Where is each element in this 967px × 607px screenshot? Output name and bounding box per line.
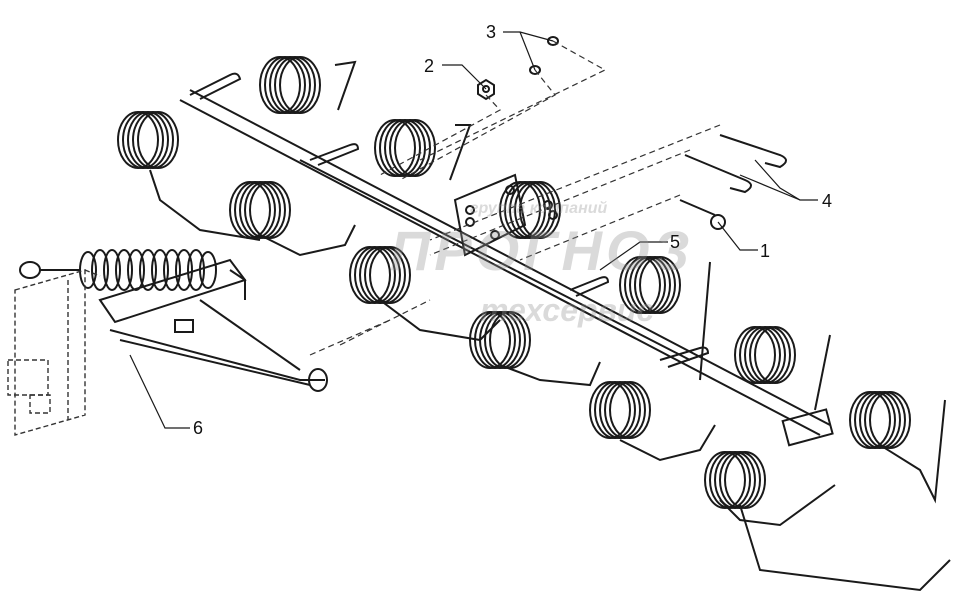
mounting-plate (7, 269, 101, 436)
tension-spring (79, 249, 217, 291)
callout-5: 5 (670, 232, 681, 252)
main-beam (179, 89, 831, 436)
watermark-line-3: техсервис (480, 292, 655, 328)
u-bolt-clamps (189, 72, 834, 447)
callout-leaders (129, 31, 818, 429)
callout-4: 4 (822, 191, 833, 211)
callout-3: 3 (486, 22, 497, 42)
callout-1: 1 (760, 241, 771, 261)
callout-2: 2 (424, 56, 435, 76)
watermark-line-2: ПРОГНОЗ (390, 219, 694, 282)
watermark-line-1: группа компаний (470, 200, 608, 217)
spring-tines (117, 56, 951, 592)
callout-6: 6 (193, 418, 204, 438)
exploded-parts (477, 36, 787, 230)
spring-arm-assembly (19, 249, 328, 392)
explode-lines (309, 40, 721, 356)
